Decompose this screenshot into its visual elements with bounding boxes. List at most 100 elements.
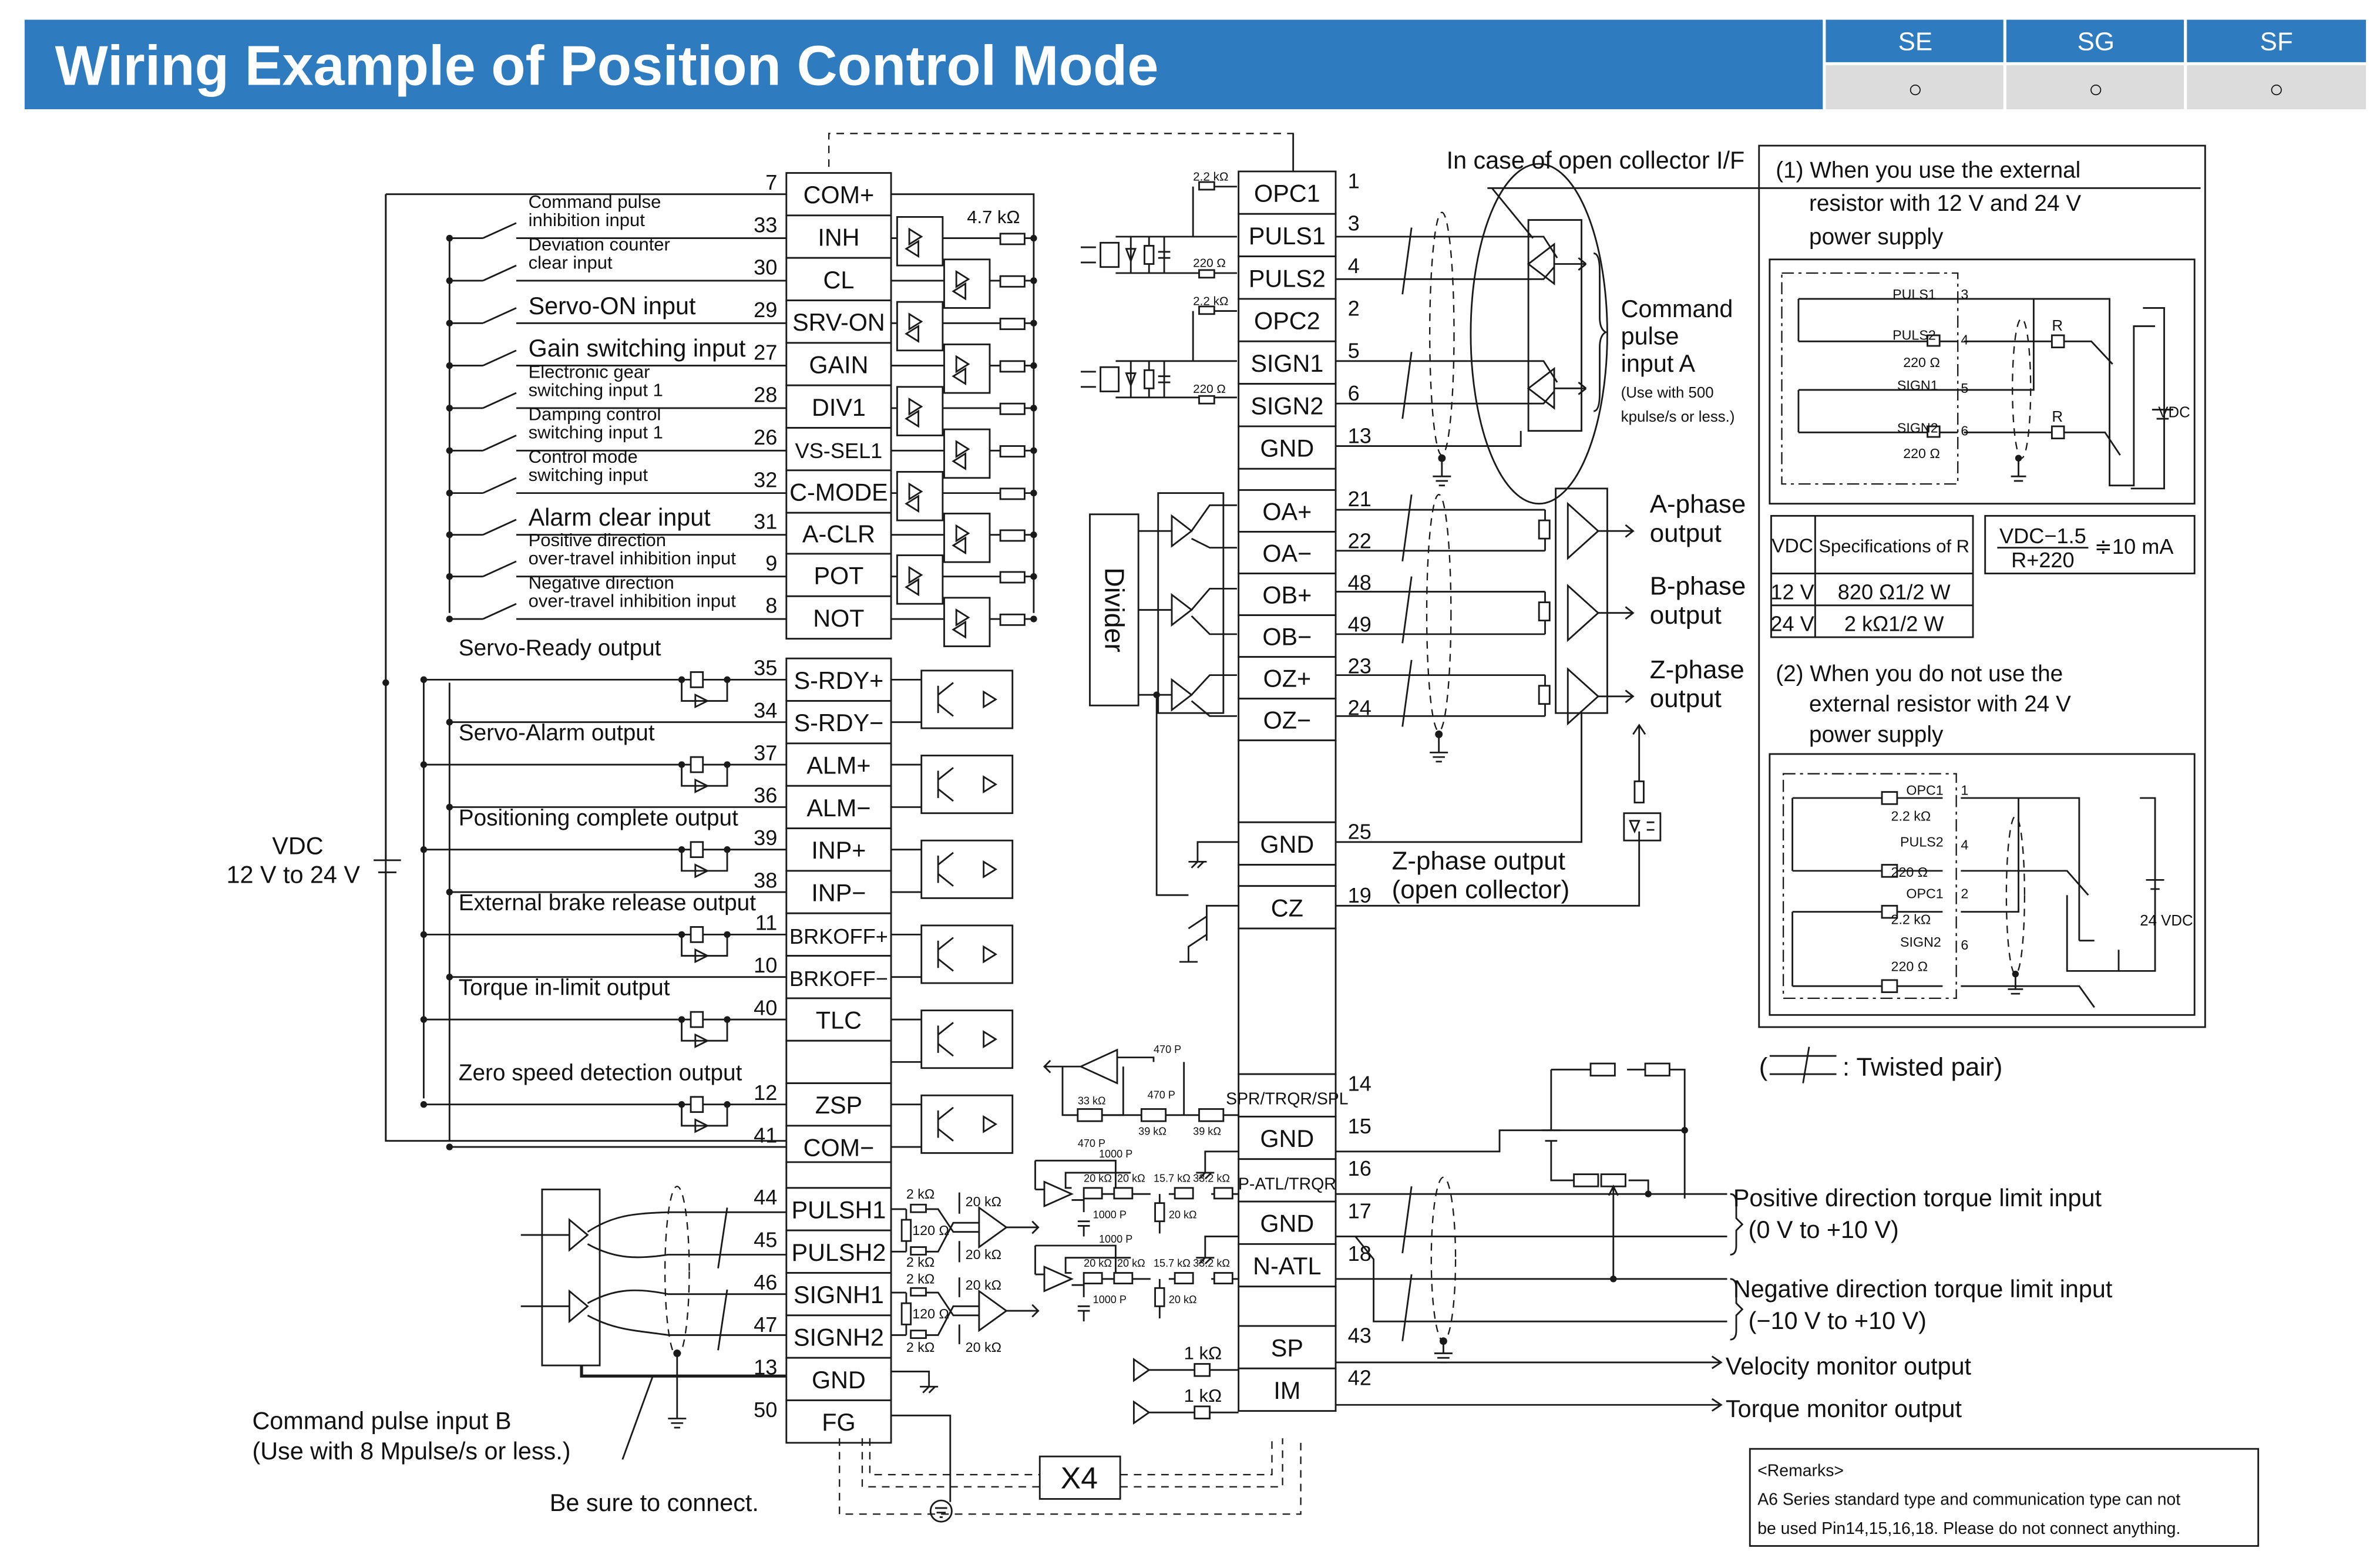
c1-sign1: SIGN1 [1897, 378, 1938, 393]
pin-name-pot: POT [813, 563, 863, 590]
atl-r1-1: 20 kΩ [1084, 1257, 1112, 1269]
r-2k-3: 2 kΩ [906, 1271, 934, 1287]
c1-p5: 5 [1961, 381, 1968, 396]
c1-p4: 4 [1961, 332, 1968, 347]
b-phase-label-1: B-phase [1650, 572, 1746, 601]
analog-input-circuit: 33 kΩ 39 kΩ 39 kΩ 470 P 470 P 470 P 1000… [1034, 1044, 1239, 1322]
c1-puls1: PULS1 [1892, 287, 1936, 302]
vdc-label: VDC [272, 832, 323, 859]
r-20k-1: 20 kΩ [966, 1194, 1001, 1209]
output-label-positioning-complete-output: Positioning complete output [459, 805, 738, 830]
pin-cell-sp [1238, 1325, 1337, 1369]
pin-number-ob: 48 [1348, 570, 1371, 594]
pin-name-com: COM+ [804, 181, 875, 208]
torque-limit-external: Positive direction torque limit input (0… [1336, 1062, 2113, 1364]
pin-cell-a-clr [785, 512, 892, 555]
atl-r5-0: 20 kΩ [1169, 1209, 1197, 1220]
pin-cell-fg [785, 1399, 892, 1444]
pin-name-pulsh2: PULSH2 [792, 1239, 886, 1266]
pin-cell-gnd [1238, 1115, 1337, 1160]
pin-name-c-mode: C-MODE [789, 479, 888, 506]
pin-number-sp: 43 [1348, 1323, 1371, 1347]
case2-title-2: external resistor with 24 V [1809, 692, 2071, 717]
divider-block [1089, 513, 1139, 706]
pin-cell-empty [785, 1161, 892, 1189]
pin-number-oz: 23 [1348, 654, 1371, 678]
pin-name-inp: INP+ [811, 837, 866, 864]
c2-puls2: PULS2 [1900, 834, 1944, 850]
pulse-a-external: In case of open collector I/F Command pu… [1336, 147, 2201, 505]
c2-r22b: 2.2 kΩ [1891, 911, 1931, 927]
pin-name-gnd: GND [812, 1367, 866, 1394]
input-label-cl: clear input [529, 252, 613, 272]
pin-name-fg: FG [822, 1409, 855, 1436]
spec-header-vdc: VDC [1771, 535, 1813, 557]
c1-sign2: SIGN2 [1897, 420, 1938, 435]
pin-cell-sign1 [1238, 340, 1337, 385]
pin-number-oa: 22 [1348, 529, 1371, 553]
atl-r2-0: 20 kΩ [1117, 1172, 1145, 1184]
pin-name-s-rdy: S-RDY+ [794, 667, 884, 694]
input-label-vs-sel1: switching input 1 [529, 422, 663, 443]
r-opc-2: 2.2 kΩ [1193, 294, 1228, 308]
pin-name-vs-sel1: VS-SEL1 [795, 439, 883, 463]
input-label-c-mode: Control mode [529, 446, 638, 467]
r-20k-4: 20 kΩ [966, 1340, 1001, 1355]
spec-row2-vdc: 24 V [1770, 612, 1814, 636]
pin-number-gnd: 15 [1348, 1114, 1371, 1138]
z-oc-label-1: Z-phase output [1392, 846, 1565, 875]
pin-cell-empty [1238, 864, 1337, 887]
pin-name-ob: OB− [1262, 624, 1312, 651]
pin-name-s-rdy: S-RDY− [794, 709, 884, 736]
pin-name-im: IM [1273, 1377, 1300, 1404]
c2-r22a: 2.2 kΩ [1891, 809, 1931, 824]
a-phase-label-1: A-phase [1650, 490, 1746, 519]
pin-number-com: 7 [765, 170, 777, 194]
input-label-srv-on: Servo-ON input [529, 292, 696, 319]
pin-number-fg: 50 [754, 1398, 777, 1422]
pin-name-ob: OB+ [1262, 582, 1312, 609]
pin-cell-gnd [1238, 425, 1337, 470]
pin-name-oa: OA+ [1262, 498, 1312, 525]
divider-label: Divider [1099, 567, 1130, 652]
pin-cell-n-atl [1238, 1243, 1337, 1288]
x4-connector [1038, 1455, 1121, 1500]
input-label-div1: switching input 1 [529, 379, 663, 400]
pos-torque-range: (0 V to +10 V) [1749, 1216, 1899, 1243]
pin-cell-vs-sel1 [785, 427, 892, 472]
case2-title-3: power supply [1809, 722, 1944, 747]
page-title: Wiring Example of Position Control Mode [55, 35, 1159, 97]
remarks-line-2: be used Pin14,15,16,18. Please do not co… [1757, 1519, 2180, 1538]
atl-r1-0: 20 kΩ [1084, 1172, 1112, 1184]
b-phase-label-2: output [1650, 601, 1722, 630]
pin-cell-oa [1238, 489, 1337, 533]
pin-number-pot: 9 [765, 551, 777, 575]
c2-p4: 4 [1961, 837, 1968, 853]
open-collector-note: In case of open collector I/F [1447, 147, 1745, 174]
series-sf-label: SF [2260, 27, 2293, 56]
pin-cell-zsp [785, 1082, 892, 1127]
c2-p6: 6 [1961, 937, 1968, 953]
pin-name-alm: ALM− [806, 795, 870, 822]
atl-r5-1: 20 kΩ [1169, 1294, 1197, 1305]
pin-number-div1: 28 [754, 383, 777, 407]
pin-cell-sign2 [1238, 383, 1337, 428]
pin-number-im: 42 [1348, 1366, 1371, 1390]
case1-schematic [1769, 258, 2196, 505]
c1-vdc: VDC [2158, 404, 2190, 420]
formula-denominator: R+220 [2011, 548, 2075, 572]
pin-cell-inh [785, 214, 892, 259]
pin-name-sign1: SIGN1 [1250, 350, 1323, 377]
series-table: SE SG SF ○ ○ ○ [1826, 19, 2366, 110]
case1-title-1: (1) When you use the external [1776, 157, 2080, 183]
input-label-not: Negative direction [529, 572, 674, 593]
x4-label: X4 [1061, 1461, 1098, 1495]
pin-number-com: 41 [754, 1123, 777, 1147]
pin-cell-opc2 [1238, 298, 1337, 342]
atl-r2-1: 20 kΩ [1117, 1257, 1145, 1269]
spec-row2-r: 2 kΩ1/2 W [1844, 612, 1944, 636]
header-bar: Wiring Example of Position Control Mode … [24, 19, 2366, 110]
pin-number-vs-sel1: 26 [754, 425, 777, 449]
